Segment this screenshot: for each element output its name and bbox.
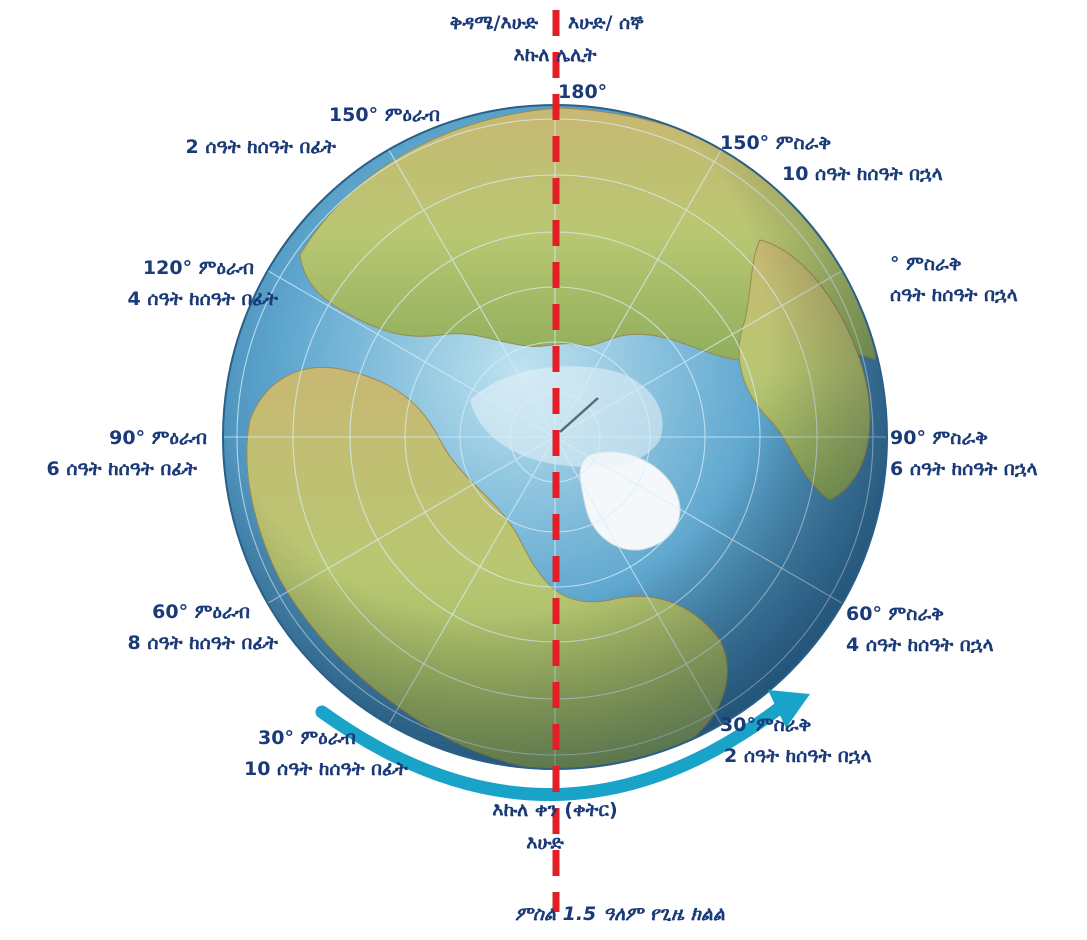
west-150-label: 150° ምዕራብ	[328, 104, 440, 126]
west-90-label: 90° ምዕራብ 6 ሰዓት ከሰዓት በፊት	[46, 427, 207, 480]
west-30-label: 30° ምዕራብ 10 ሰዓት ከሰዓት በፊት	[244, 727, 408, 780]
west-150-hours: 2 ሰዓት ከሰዓት በፊት	[185, 136, 336, 158]
label-noon: እኩለ ቀን (ቀትር)	[492, 799, 618, 821]
label-saturday-sunday: ቅዳሜ/እሁድ	[449, 12, 538, 34]
east-30-label: 30°ምስራቅ 2 ሰዓት ከሰዓት በኋላ	[720, 714, 872, 767]
label-180-degree: 180°	[558, 81, 608, 103]
rotation-arrowhead	[768, 690, 810, 728]
west-120-label: 120° ምዕራብ 4 ሰዓት ከሰዓት በፊት	[127, 257, 278, 310]
figure-caption: ምስል 1.5 ዓለም የጊዜ ክልል	[515, 903, 725, 925]
label-sunday: እሁድ	[526, 832, 564, 854]
east-90-label: 90° ምስራቅ 6 ሰዓት ከሰዓት በኋላ	[890, 427, 1038, 480]
west-60-label: 60° ምዕራብ 8 ሰዓት ከሰዓት በፊት	[127, 601, 278, 654]
label-midnight: እኩለ ሌሊት	[513, 44, 597, 66]
east-60-label: 60° ምስራቅ 4 ሰዓት ከሰዓት በኋላ	[846, 603, 994, 656]
rotation-arrow	[315, 699, 789, 801]
label-sunday-monday: እሁድ/ ሰኞ	[568, 12, 644, 34]
east-150-label: 150° ምስራቅ 10 ሰዓት ከሰዓት በኋላ	[720, 132, 943, 185]
east-120-label: ° ምስራቅ ሰዓት ከሰዓት በኋላ	[890, 253, 1018, 306]
